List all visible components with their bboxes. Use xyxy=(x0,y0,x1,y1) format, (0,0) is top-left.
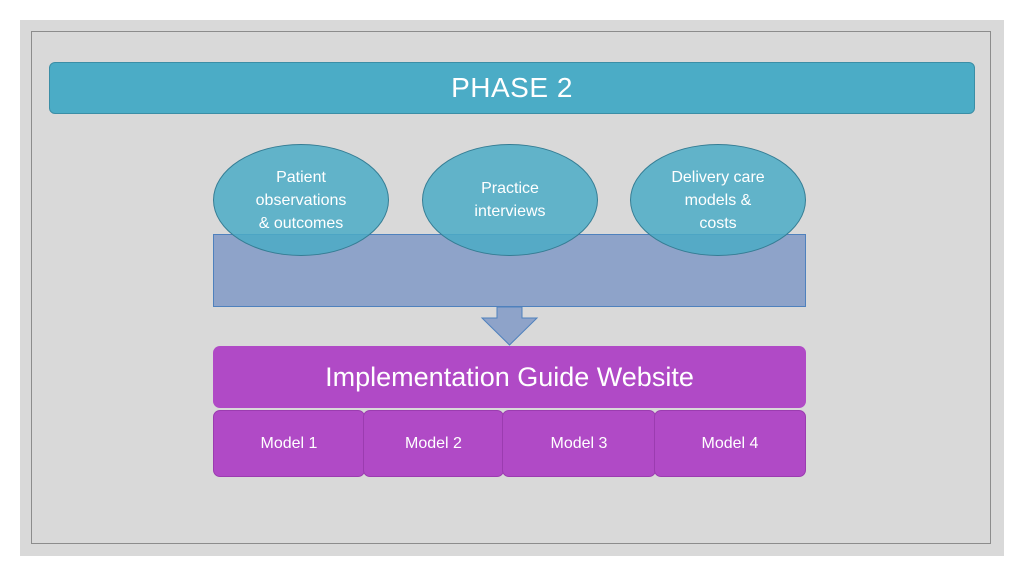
slide-frame xyxy=(31,31,991,544)
model-box-3: Model 3 xyxy=(502,410,656,477)
input-bubble-patient-observations: Patient observations & outcomes xyxy=(213,144,389,256)
input-bubble-label: Patient observations & outcomes xyxy=(255,168,347,232)
implementation-guide-title: Implementation Guide Website xyxy=(325,361,694,392)
model-label: Model 1 xyxy=(260,434,318,452)
input-bubble-delivery-care-models: Delivery care models & costs xyxy=(630,144,806,256)
model-label: Model 4 xyxy=(701,434,759,452)
model-box-1: Model 1 xyxy=(213,410,365,477)
input-bubble-label: Delivery care models & costs xyxy=(671,168,765,232)
model-label: Model 3 xyxy=(550,434,608,452)
input-bubble-label: Practice interviews xyxy=(474,180,546,220)
model-box-4: Model 4 xyxy=(654,410,806,477)
phase-title: PHASE 2 xyxy=(451,72,573,103)
model-box-2: Model 2 xyxy=(363,410,504,477)
input-bubble-practice-interviews: Practice interviews xyxy=(422,144,598,256)
implementation-guide-banner: Implementation Guide Website xyxy=(213,346,806,408)
model-label: Model 2 xyxy=(405,434,462,452)
phase-banner: PHASE 2 xyxy=(49,62,975,114)
